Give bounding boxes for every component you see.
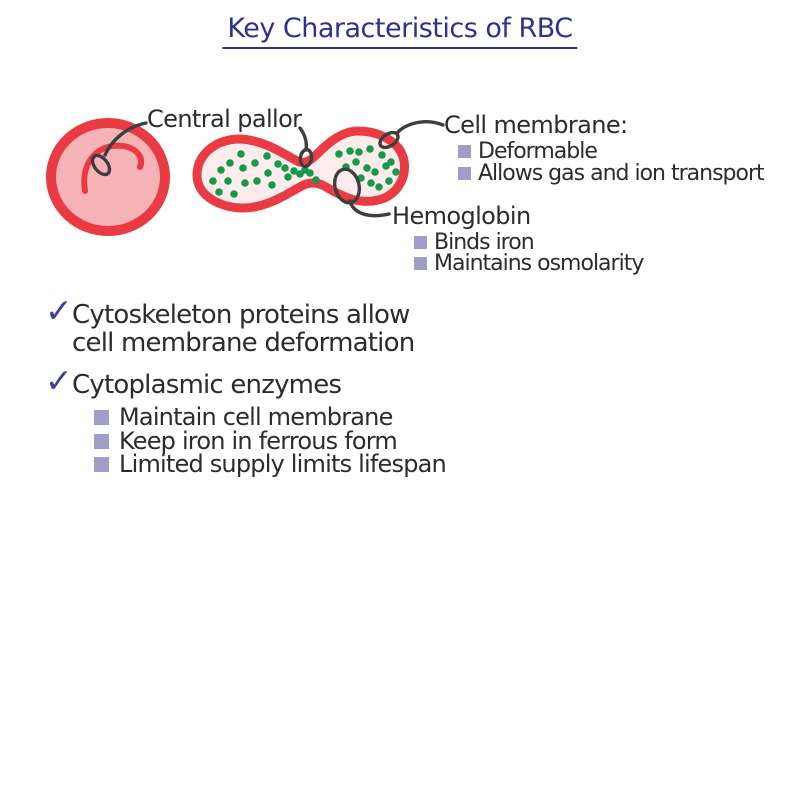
label-hemoglobin: Hemoglobin [392,202,531,230]
bullet-text: Keep iron in ferrous form [119,427,398,455]
hemoglobin-dot [217,166,225,174]
cell-membrane-arrow [396,120,445,134]
central-pallor-loop-right [298,147,314,169]
hemoglobin-dot [264,169,272,177]
hemoglobin-dot [385,177,393,185]
hemoglobin-dot [263,152,271,160]
square-bullet-icon [458,145,471,158]
hemoglobin-dot [346,147,354,155]
hemoglobin-bullet-row: Binds iron [414,230,535,255]
annotation-arrows [90,120,445,218]
square-bullet-icon [458,167,471,180]
page-title: Key Characteristics of RBC [222,13,578,49]
checkmark-icon: ✓ [45,291,73,330]
hemoglobin-dot [392,168,400,176]
hemoglobin-dot [251,159,259,167]
hemoglobin-dot [367,179,375,187]
bullet-text: Allows gas and ion transport [478,161,765,186]
square-bullet-icon [94,456,109,472]
hemoglobin-dot [224,177,232,185]
hemoglobin-dot [366,145,374,153]
label-central-pallor: Central pallor [147,105,302,133]
hemoglobin-dot [230,190,238,198]
hemoglobin-arrow [348,199,391,218]
hemoglobin-dot [241,179,249,187]
hemoglobin-dot [253,177,261,185]
rbc-top-view-cell [46,118,170,236]
hemoglobin-dot [284,173,292,181]
cell-membrane-bullet-row: Allows gas and ion transport [458,161,765,186]
checklist-line: Cytoskeleton proteins allow [72,300,410,330]
enzyme-bullet-row: Keep iron in ferrous form [94,427,398,455]
label-cell-membrane: Cell membrane: [444,111,628,139]
hemoglobin-dot [237,150,245,158]
hemoglobin-dot [375,183,383,191]
hemoglobin-dot [281,164,289,172]
hemoglobin-dot [378,151,386,159]
hemoglobin-dot [387,158,395,166]
checklist-item-cytoplasmic-enzymes: Cytoplasmic enzymes [72,370,342,400]
hemoglobin-dot [312,176,320,184]
central-pallor-arc [81,142,144,194]
hemoglobin-dot [209,177,217,185]
hemoglobin-dot [274,160,282,168]
hemoglobin-dot [371,168,379,176]
hemoglobin-dot [268,181,276,189]
bullet-text: Deformable [478,139,598,164]
hemoglobin-dot [239,164,247,172]
hemoglobin-bullet-row: Maintains osmolarity [414,251,644,276]
hemoglobin-dot [226,159,234,167]
bullet-text: Binds iron [434,230,535,255]
cell-membrane-bullet-row: Deformable [458,139,598,164]
hemoglobin-dot [363,164,371,172]
central-pallor-arrow-left [103,121,148,157]
square-bullet-icon [94,433,109,449]
enzyme-bullet-row: Maintain cell membrane [94,403,393,431]
checklist-item-cytoskeleton: Cytoskeleton proteins allow cell membran… [72,300,415,358]
hemoglobin-dot [290,167,298,175]
enzyme-bullet-row: Limited supply limits lifespan [94,450,447,478]
hemoglobin-dot [355,148,363,156]
checkmark-icon: ✓ [45,361,73,400]
checklist-line: Cytoplasmic enzymes [72,370,342,400]
central-pallor-loop-left [90,153,112,177]
hemoglobin-dot [215,188,223,196]
square-bullet-icon [414,257,427,270]
square-bullet-icon [414,236,427,249]
cell-membrane-loop [378,130,400,150]
square-bullet-icon [94,409,109,425]
hemoglobin-dot [352,158,360,166]
hemoglobin-dots [209,145,400,198]
hemoglobin-dot [335,150,343,158]
checklist-line: cell membrane deformation [72,328,415,358]
bullet-text: Limited supply limits lifespan [119,450,447,478]
bullet-text: Maintains osmolarity [434,251,644,276]
hemoglobin-dot [306,169,314,177]
bullet-text: Maintain cell membrane [119,403,393,431]
